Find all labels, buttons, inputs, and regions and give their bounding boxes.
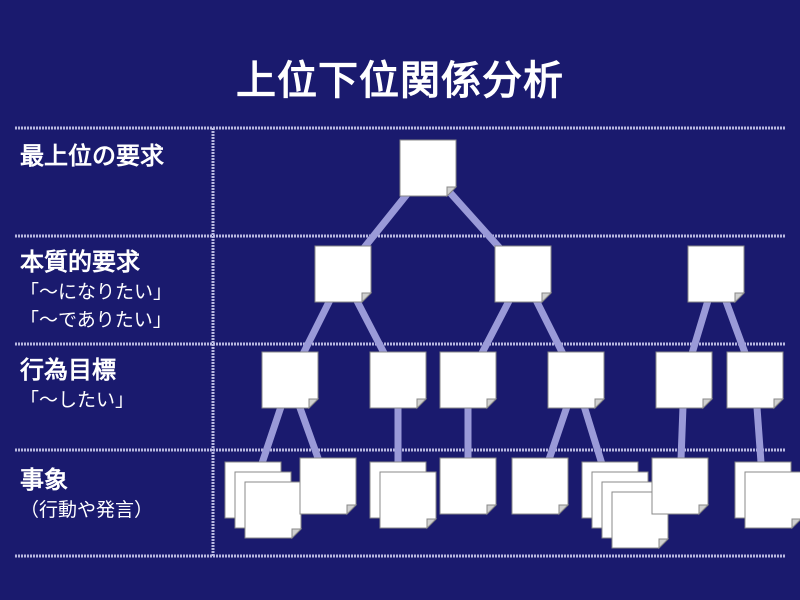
note-fold — [594, 398, 606, 410]
note-fold — [291, 528, 303, 540]
connectors — [249, 164, 767, 494]
note-fold — [558, 504, 570, 516]
node-event — [511, 457, 570, 516]
note-fold — [486, 398, 498, 410]
level-label-top-requirement: 最上位の要求 — [20, 140, 164, 172]
node-top-level — [399, 139, 458, 198]
note-fold — [346, 504, 358, 516]
node-event — [744, 471, 800, 530]
node-event — [244, 481, 303, 540]
node-action-goal — [726, 351, 785, 410]
note-fold — [658, 538, 670, 550]
note-fold — [698, 504, 710, 516]
note-fold — [486, 504, 498, 516]
node-essential-requirement — [314, 245, 373, 304]
level-label-event: 事象 （行動や発言） — [20, 464, 153, 524]
level-label-action-goal: 行為目標 「〜したい」 — [20, 354, 134, 414]
note-fold — [308, 398, 320, 410]
note-fold — [541, 292, 553, 304]
note-fold — [734, 292, 746, 304]
note-fold — [446, 186, 458, 198]
node-action-goal — [369, 351, 428, 410]
level-name: 行為目標 — [20, 356, 116, 384]
level-sub-1: （行動や発言） — [20, 499, 154, 521]
level-name: 最上位の要求 — [20, 142, 164, 170]
note-fold — [426, 518, 438, 530]
node-action-goal — [547, 351, 606, 410]
level-sub-1: 「〜になりたい」 — [20, 281, 173, 303]
node-event — [651, 457, 710, 516]
node-event — [439, 457, 498, 516]
node-event — [379, 471, 438, 530]
diagram-title: 上位下位関係分析 — [236, 58, 564, 104]
level-sub-2: 「〜でありたい」 — [20, 309, 172, 331]
note-fold — [702, 398, 714, 410]
level-sub-1: 「〜したい」 — [20, 389, 135, 411]
level-label-essential-requirement: 本質的要求 「〜になりたい」 「〜でありたい」 — [20, 246, 172, 334]
node-essential-requirement — [687, 245, 746, 304]
level-name: 本質的要求 — [20, 248, 140, 276]
node-action-goal — [439, 351, 498, 410]
note-fold — [416, 398, 428, 410]
node-essential-requirement — [494, 245, 553, 304]
node-event — [299, 457, 358, 516]
note-fold — [361, 292, 373, 304]
node-action-goal — [261, 351, 320, 410]
note-fold — [791, 518, 800, 530]
nodes — [224, 139, 800, 550]
note-fold — [773, 398, 785, 410]
level-name: 事象 — [20, 466, 68, 494]
node-action-goal — [655, 351, 714, 410]
